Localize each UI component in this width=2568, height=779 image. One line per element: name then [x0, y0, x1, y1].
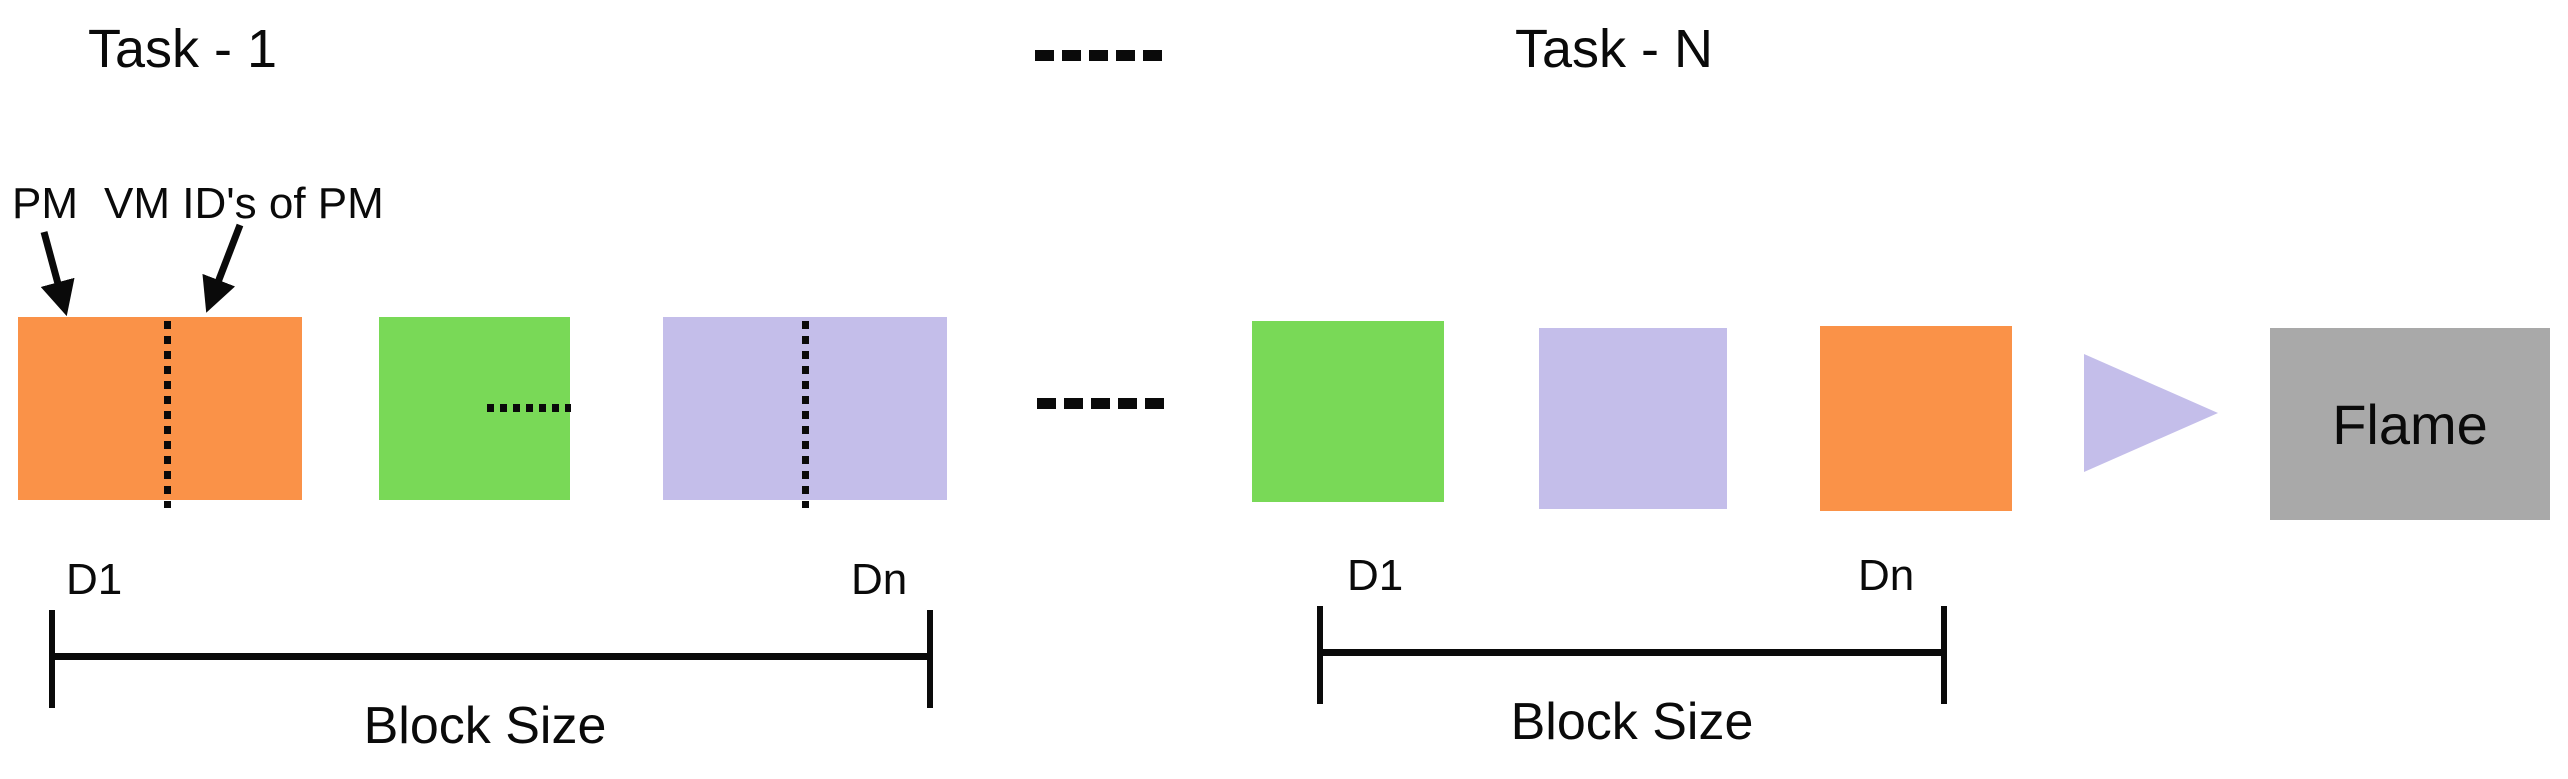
- flow-arrow-triangle-icon: [2084, 354, 2218, 472]
- pm-annotation-label: PM: [12, 179, 78, 228]
- task1-title: Task - 1: [88, 19, 278, 79]
- right-bracket-right-tick: [1941, 606, 1947, 704]
- ellipsis-dashes-middle: [1037, 398, 1168, 409]
- taskN-lavender-block: [1539, 328, 1727, 509]
- flame-box: Flame: [2270, 328, 2550, 520]
- task1-lavender-block: [663, 317, 947, 508]
- left-bracket-d1-label: D1: [66, 555, 123, 604]
- vm-ids-annotation-label: VM ID's of PM: [104, 179, 384, 228]
- right-bracket-dn-label: Dn: [1858, 551, 1915, 600]
- pm-arrow-icon: [40, 231, 75, 317]
- right-bracket-d1-label: D1: [1347, 551, 1404, 600]
- horizontal-dotted-divider: [487, 404, 571, 412]
- left-bracket-line: [52, 653, 930, 660]
- left-block-size-caption: Block Size: [363, 697, 607, 755]
- taskN-orange-block: [1820, 326, 2012, 511]
- left-bracket-dn-label: Dn: [851, 555, 908, 604]
- task1-orange-block: [18, 317, 302, 508]
- taskN-title: Task - N: [1515, 19, 1714, 79]
- ellipsis-dashes-top: [1035, 50, 1166, 61]
- task1-green-block: [379, 317, 571, 500]
- right-bracket-line: [1320, 649, 1944, 656]
- annotation-arrows: [40, 223, 244, 317]
- vertical-dotted-divider: [802, 321, 809, 508]
- left-bracket-right-tick: [927, 610, 933, 708]
- taskN-green-block: [1252, 321, 1444, 502]
- right-block-size-caption: Block Size: [1510, 693, 1754, 751]
- flame-label: Flame: [2332, 392, 2488, 456]
- vertical-dotted-divider: [164, 321, 171, 508]
- vm-ids-arrow-icon: [202, 223, 244, 313]
